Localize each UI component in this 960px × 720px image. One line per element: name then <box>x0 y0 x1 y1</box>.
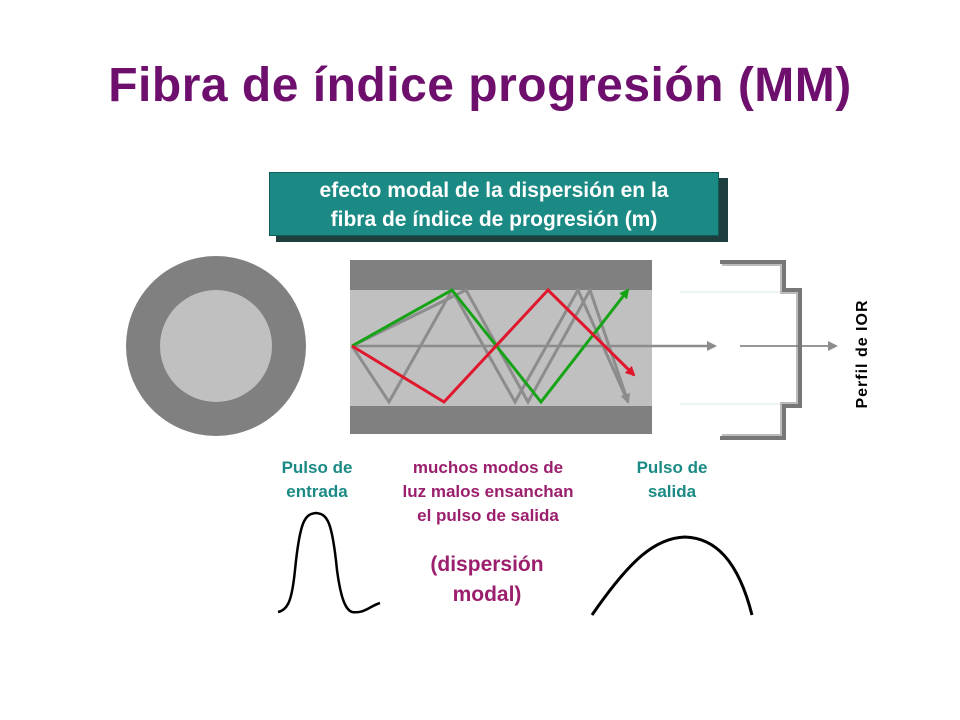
output-pulse-curve <box>590 535 754 616</box>
modes-label-line-2: luz malos ensanchan <box>402 482 574 501</box>
dispersion-label-line-2: modal) <box>452 583 522 606</box>
output-pulse-label-line-2: salida <box>647 482 697 501</box>
ray-gray <box>350 286 630 406</box>
ior-profile-graph <box>680 260 838 440</box>
page-title: Fibra de índice progresión (MM) <box>108 59 852 112</box>
ray-red <box>351 287 636 404</box>
fiber-cross-section-core <box>160 290 272 402</box>
modes-label-line-1: muchos modos de <box>412 458 564 477</box>
dispersion-label: (dispersión modal) <box>392 550 582 610</box>
input-pulse-label-line-1: Pulso de <box>281 458 353 477</box>
output-pulse-label: Pulso de salida <box>612 456 732 504</box>
input-pulse-label-line-2: entrada <box>286 482 348 501</box>
ray-gray-2 <box>351 286 631 406</box>
output-pulse-label-line-1: Pulso de <box>636 458 708 477</box>
fiber-cladding-bottom <box>350 406 652 434</box>
callout-line-2: fibra de índice de progresión (m) <box>330 208 658 231</box>
input-pulse-label: Pulso de entrada <box>262 456 372 504</box>
dispersion-label-line-1: (dispersión <box>430 553 544 576</box>
modes-label: muchos modos de luz malos ensanchan el p… <box>372 456 604 528</box>
input-pulse-curve <box>277 511 381 614</box>
modes-label-line-3: el pulso de salida <box>417 506 559 525</box>
callout-box: efecto modal de la dispersión en la fibr… <box>269 172 719 236</box>
ior-profile-label: Perfil de IOR <box>854 299 871 409</box>
callout-line-1: efecto modal de la dispersión en la <box>319 179 669 202</box>
fiber-core <box>350 290 652 406</box>
fiber-cladding-top <box>350 260 652 290</box>
